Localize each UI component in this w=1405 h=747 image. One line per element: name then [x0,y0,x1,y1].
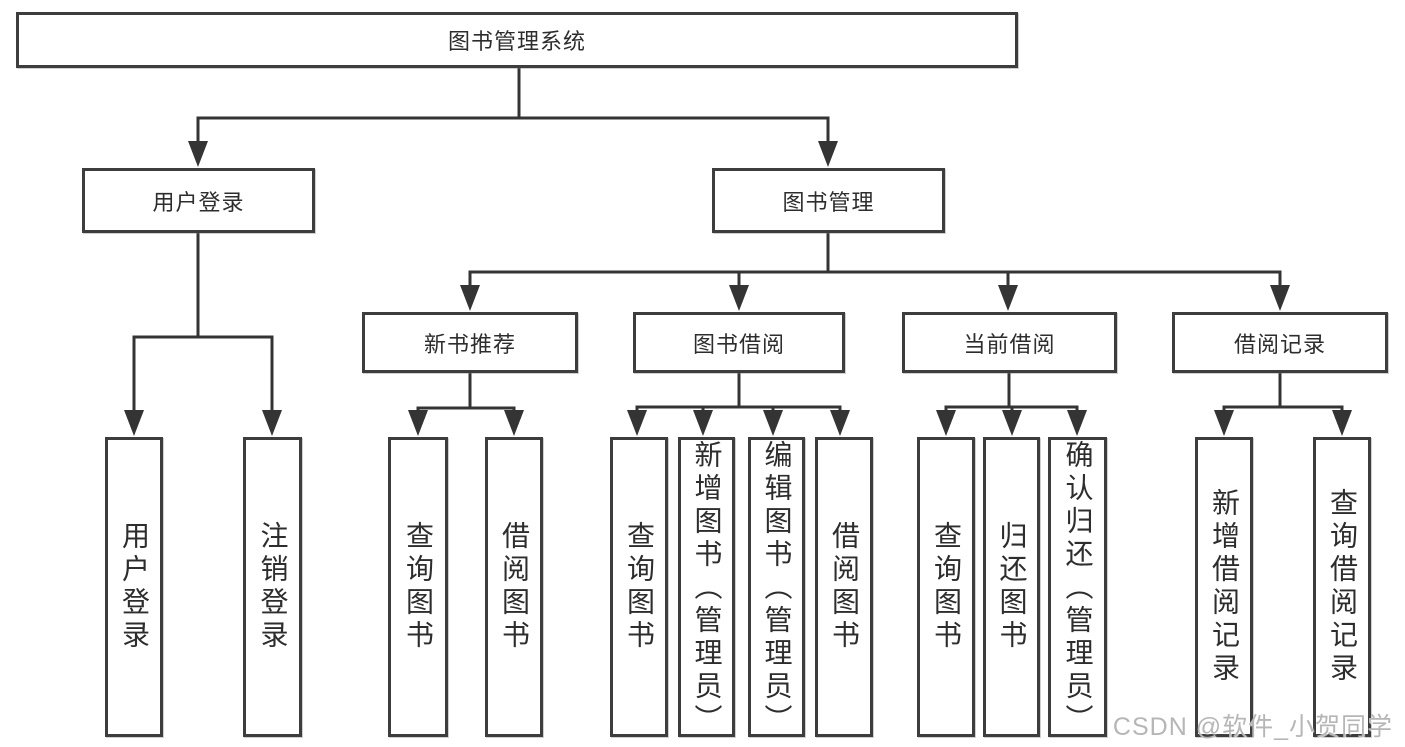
arrowhead-icon [693,410,713,436]
node-current-borrow: 当前借阅 [902,312,1117,373]
arrowhead-icon [818,141,838,167]
leaf-query-borrow-record: 查询借阅记录 [1313,437,1371,737]
connector-root-to-level2 [188,66,838,167]
arrowhead-icon [188,141,208,167]
node-new-book-recommend: 新书推荐 [362,312,578,373]
arrowhead-icon [1270,285,1290,311]
arrowhead-icon [998,285,1018,311]
leaf-logout: 注销登录 [243,437,302,737]
leaf-edit-books-admin: 编辑图书（管理员） [748,437,805,737]
arrowhead-icon [763,410,783,436]
leaf-query-books: 查询图书 [610,437,668,737]
connector-book-management-branch [460,231,1290,311]
arrowhead-icon [936,410,956,436]
arrowhead-icon [1067,410,1087,436]
arrowhead-icon [1332,410,1352,436]
arrowhead-icon [729,285,749,311]
leaf-borrow-books: 借阅图书 [485,437,543,737]
leaf-add-books-admin: 新增图书（管理员） [678,437,735,737]
arrowhead-icon [1214,410,1234,436]
arrowhead-icon [262,410,282,436]
arrowhead-icon [460,285,480,311]
connector-current-borrow-branch [936,371,1087,436]
leaf-query-books: 查询图书 [917,437,975,737]
arrowhead-icon [830,410,850,436]
leaf-borrow-books: 借阅图书 [815,437,873,737]
node-root: 图书管理系统 [16,12,1018,68]
leaf-user-login: 用户登录 [105,437,163,737]
arrowhead-icon [504,410,524,436]
connector-borrow-records-branch [1214,371,1352,436]
leaf-query-books: 查询图书 [388,437,448,737]
leaf-confirm-return-admin: 确认归还（管理员） [1048,437,1107,737]
arrowhead-icon [124,410,144,436]
node-book-management: 图书管理 [712,168,945,233]
leaf-return-books: 归还图书 [983,437,1040,737]
arrowhead-icon [1002,410,1022,436]
connector-book-borrow-branch [627,371,850,436]
arrowhead-icon [408,410,428,436]
connector-user-login-branch [124,231,282,436]
arrowhead-icon [627,410,647,436]
leaf-add-borrow-record: 新增借阅记录 [1195,437,1253,737]
node-borrow-records: 借阅记录 [1172,312,1388,373]
node-book-borrow: 图书借阅 [633,312,845,373]
node-user-login: 用户登录 [82,168,315,233]
connector-new-book-recommend-branch [408,371,524,436]
